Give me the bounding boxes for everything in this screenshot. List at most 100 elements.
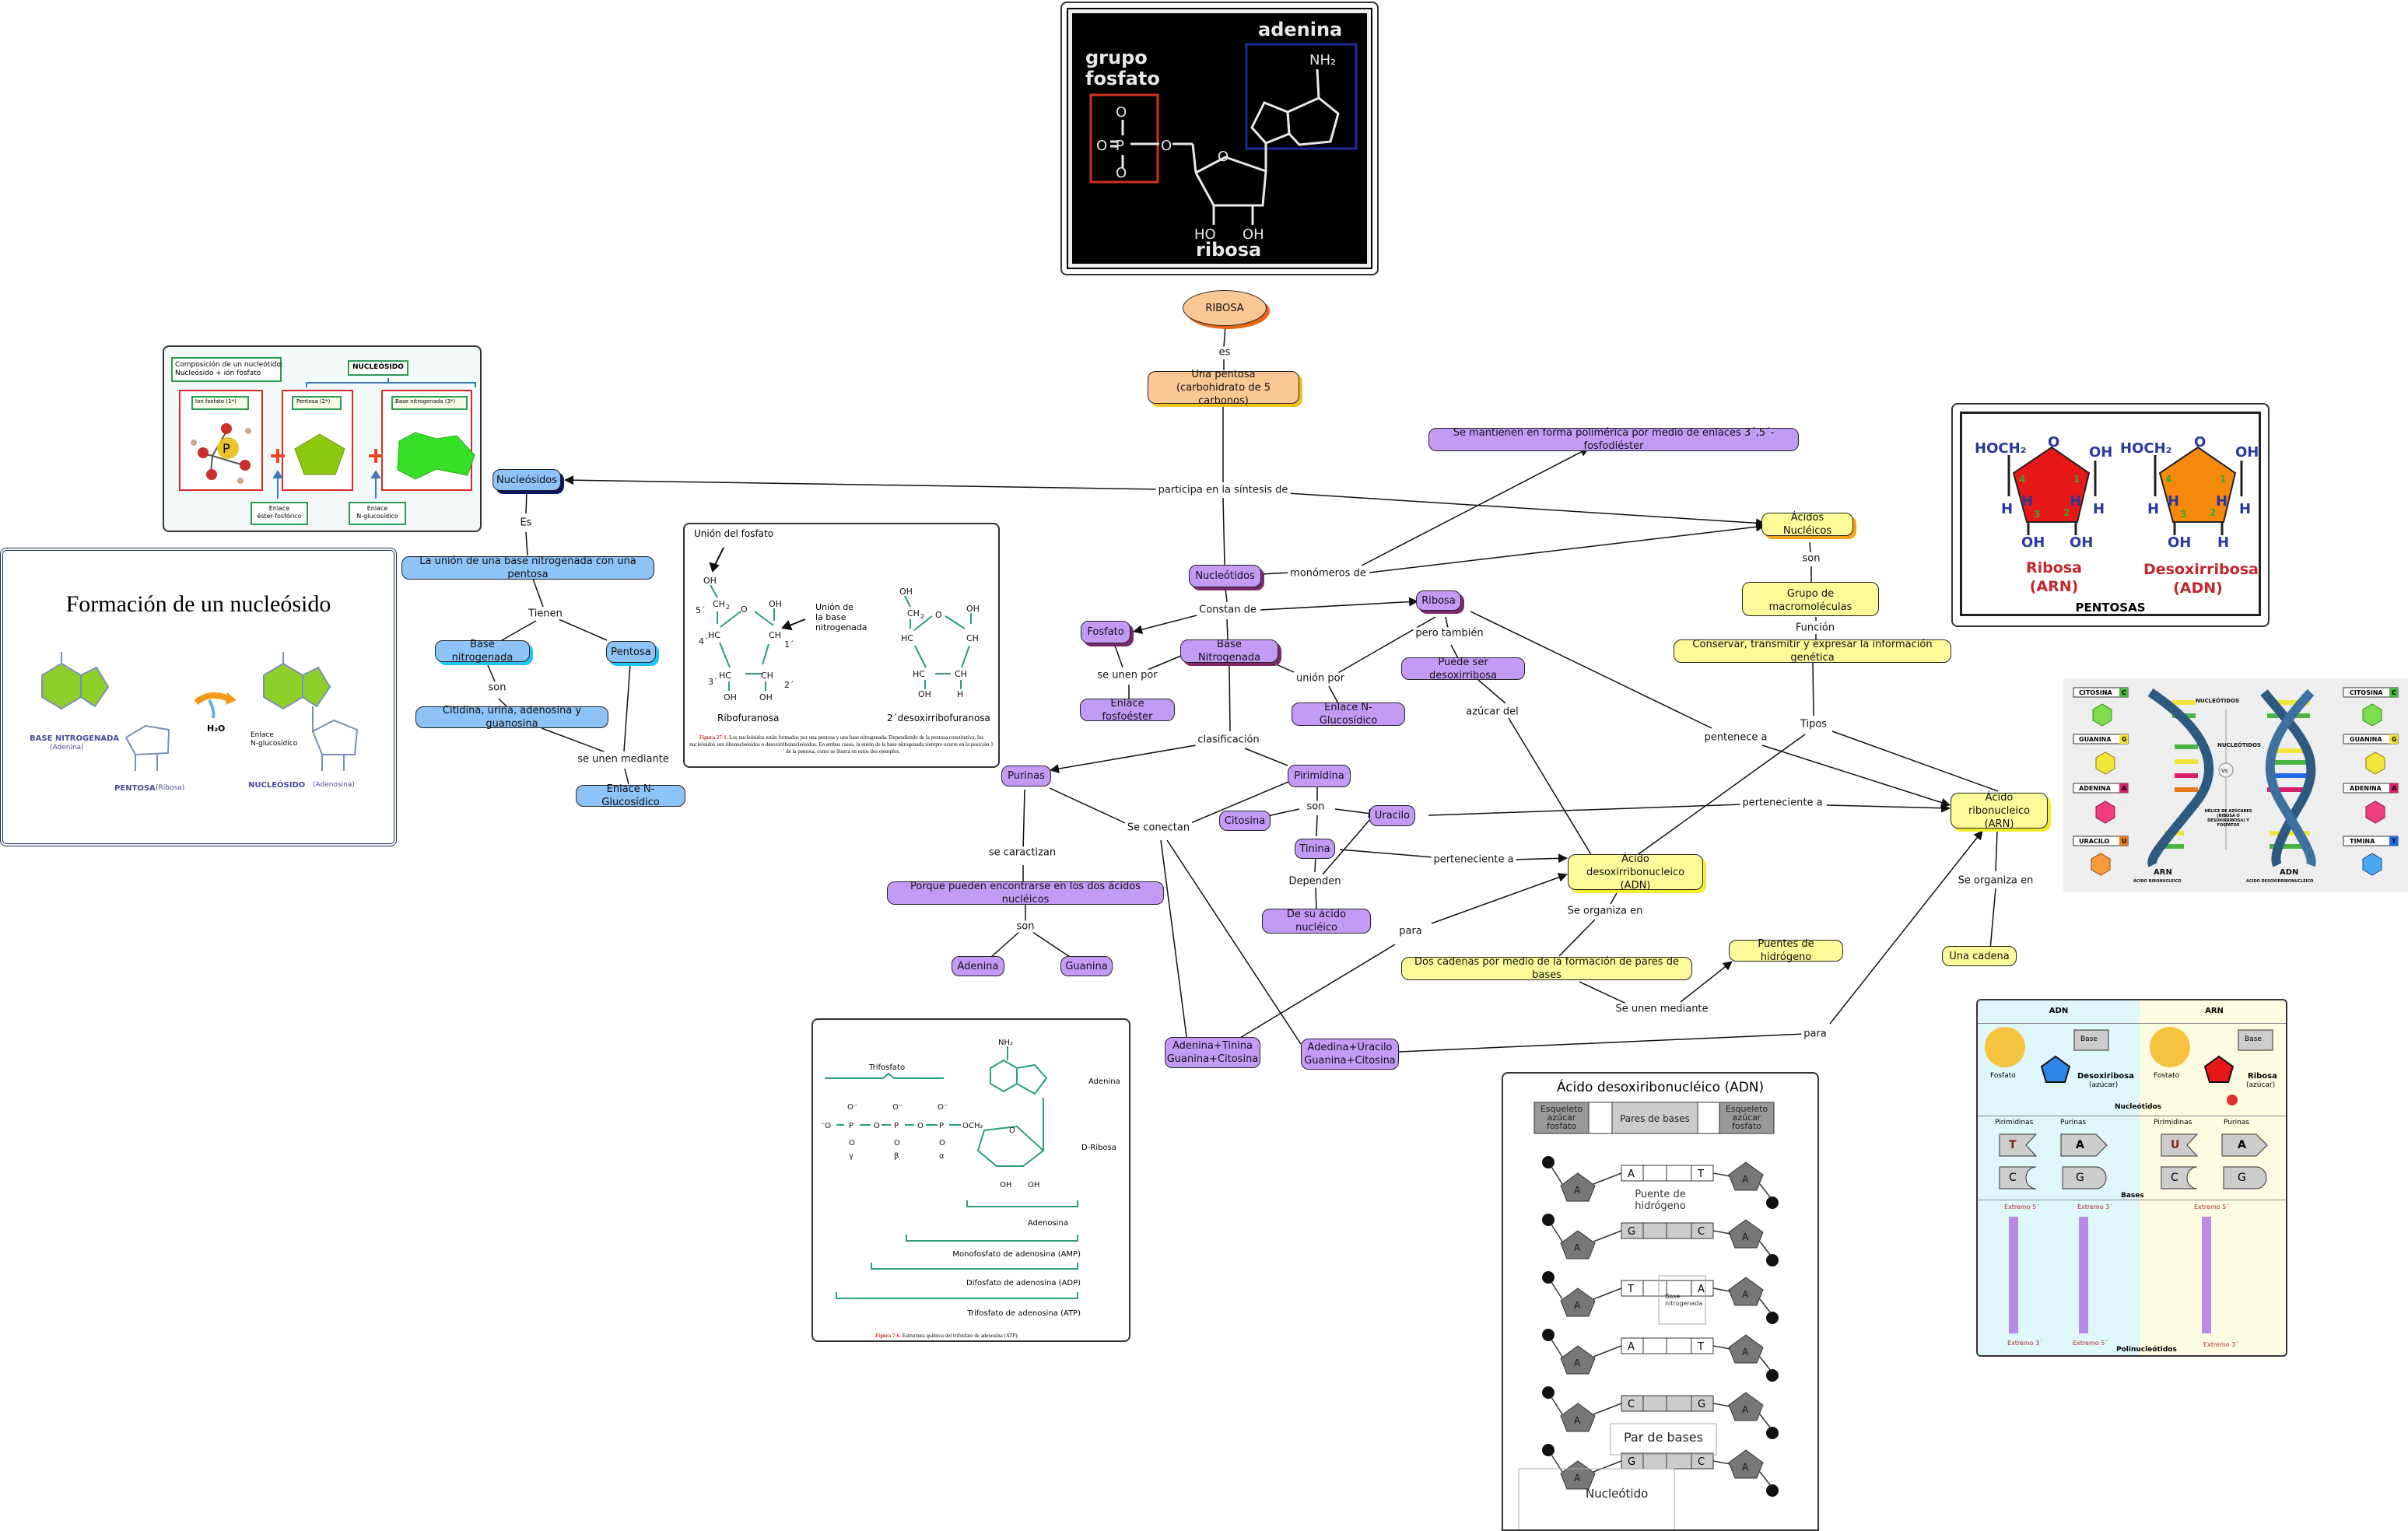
node-enlace-n-glucosidico-blue[interactable]: Enlace N-Glucosídico	[576, 783, 685, 808]
node-label: Adenina	[957, 960, 999, 972]
node-purinas[interactable]: Purinas	[1001, 766, 1051, 787]
phosphate-dot	[1766, 1484, 1779, 1497]
node-una-cadena[interactable]: Una cadena	[1942, 946, 2017, 966]
svg-text:CH: CH	[761, 671, 773, 681]
node-fosfato[interactable]: Fosfato	[1081, 621, 1130, 643]
node-label: La unión de una base nitrogenada con una…	[419, 555, 636, 580]
node-citosina[interactable]: Citosina	[1219, 811, 1271, 831]
node-tinina[interactable]: Tinina	[1295, 839, 1335, 859]
node-base-nitrogenada-nucleosido[interactable]: Base nitrogenada	[435, 639, 530, 664]
node-enlace-fosfoester[interactable]: Enlace fosfoéster	[1080, 698, 1175, 723]
node-guanina[interactable]: Guanina	[1060, 956, 1113, 976]
svg-text:CH: CH	[713, 599, 725, 609]
node-nucleosidos[interactable]: Nucleósidos	[492, 469, 561, 491]
svg-text:Vs: Vs	[2221, 768, 2228, 774]
backbone-link	[1712, 1345, 1731, 1350]
node-pentosa[interactable]: Pentosa	[606, 641, 656, 663]
node-acido-ribonucleico[interactable]: Ácido ribonucleico (ARN)	[1951, 792, 2048, 830]
node-dos-cadenas[interactable]: Dos cadenas por medio de la formación de…	[1401, 956, 1692, 981]
link-perteneciente-adn: perteneciente a	[1431, 853, 1516, 866]
esqueleto-right: Esqueleto azúcar fosfato	[1725, 1104, 1768, 1131]
ribosa-label: Ribosa	[2248, 1072, 2277, 1081]
node-ribosa-title[interactable]: RIBOSA	[1183, 290, 1267, 326]
nucleosido-label: NUCLEÓSIDO	[248, 781, 306, 790]
desoxirribofuranosa-label: 2´desoxirribofuranosa	[887, 713, 990, 723]
sugar-label: A	[1742, 1231, 1749, 1242]
node-enlace-n-glucosidico-purple[interactable]: Enlace N-Glucosídico	[1292, 702, 1405, 727]
node-se-mantienen[interactable]: Se mantienen en forma polimérica por med…	[1428, 427, 1799, 452]
node-puede-ser-desoxirribosa[interactable]: Puede ser desoxirribosa	[1401, 657, 1525, 681]
node-conservar[interactable]: Conservar, transmitir y expresar la info…	[1674, 639, 1951, 664]
node-adedina-uracilo[interactable]: Adedina+Uracilo Guanina+Citosina	[1301, 1039, 1399, 1070]
svg-text:HC: HC	[719, 671, 731, 681]
desoxyribofuranose-icon	[904, 595, 972, 689]
node-adenina[interactable]: Adenina	[952, 956, 1004, 976]
svg-text:T: T	[2392, 838, 2396, 845]
atp-label: Trifosfato de adenosina (ATP)	[967, 1309, 1081, 1318]
svg-text:O: O	[1116, 165, 1127, 181]
base-letter: T	[1697, 1341, 1704, 1353]
node-uracilo[interactable]: Uracilo	[1369, 805, 1415, 826]
link-se-unen-por: se unen por	[1095, 669, 1160, 681]
node-label: Enlace N-Glucosídico	[1319, 702, 1378, 727]
phosphate-ion-icon: P	[191, 423, 251, 484]
node-adenina-tinina[interactable]: Adenina+Tinina Guanina+Citosina	[1165, 1037, 1260, 1068]
backbone-link	[1759, 1356, 1772, 1372]
node-acido-desoxirribonucleico[interactable]: Ácido desoxirribonucleico (ADN)	[1568, 853, 1703, 892]
node-base-nitrogenada[interactable]: Base Nitrogenada	[1180, 639, 1278, 664]
sugar-label: A	[1574, 1185, 1581, 1196]
node-label: Enlace N-Glucosídico	[601, 783, 660, 808]
base-letter: U	[2171, 1139, 2180, 1151]
node-la-union[interactable]: La unión de una base nitrogenada con una…	[401, 555, 654, 580]
backbone-link	[1551, 1454, 1563, 1473]
node-de-su-acido-nucleico[interactable]: De su ácido nucléico	[1262, 909, 1371, 934]
base-highlight-box	[1658, 1275, 1706, 1325]
node-ribosa[interactable]: Ribosa	[1416, 590, 1461, 611]
panel-composicion-nucleotido: P Composición de un nucleótido:Nucleósid…	[163, 345, 482, 532]
base-letter: A	[2076, 1139, 2084, 1151]
base-letter: G	[2076, 1172, 2084, 1184]
atp-caption: Figura 7-6. Estructura química del trifo…	[875, 1333, 1018, 1339]
node-acidos-nucleicos[interactable]: Ácidos Nucléicos	[1761, 512, 1853, 537]
svg-text:O⁻: O⁻	[892, 1103, 903, 1112]
link-son-base: son	[485, 681, 509, 694]
azucar-arn: (azúcar)	[2246, 1081, 2276, 1089]
svg-text:ARN: ARN	[2154, 868, 2172, 877]
node-grupo-macromoleculas[interactable]: Grupo de macromoléculas	[1742, 582, 1879, 616]
sugar-pentagon	[1560, 1403, 1596, 1432]
sugar-label: A	[1742, 1462, 1749, 1473]
node-pirimidina[interactable]: Pirimidina	[1288, 765, 1351, 787]
azucar-adn: (azúcar)	[2089, 1081, 2119, 1089]
pentosas-title: PENTOSAS	[2075, 601, 2146, 615]
svg-text:URACILO: URACILO	[2079, 838, 2110, 845]
adn-header: ADN	[2049, 1007, 2069, 1015]
base-letter: T	[1697, 1168, 1704, 1180]
node-una-pentosa[interactable]: Una pentosa (carbohidrato de 5 carbonos)	[1148, 369, 1299, 407]
link-se-organiza-arn: Se organiza en	[1955, 874, 2036, 887]
extremo-label: Extremo 3´	[2077, 1203, 2113, 1210]
svg-text:P: P	[939, 1122, 944, 1130]
link-azucar-del: azúcar del	[1463, 706, 1521, 718]
base-connector	[1642, 1452, 1667, 1470]
node-puentes-hidrogeno[interactable]: Puentes de hidrógeno	[1729, 938, 1843, 963]
ribosa-sub: (Ribosa)	[156, 784, 185, 792]
base-letter: G	[1628, 1226, 1635, 1238]
node-nucleotidos[interactable]: Nucleótidos	[1189, 565, 1261, 587]
link-monomeros: monómeros de	[1288, 567, 1369, 580]
base-connector	[1642, 1165, 1667, 1182]
node-label: Se mantienen en forma polimérica por med…	[1453, 427, 1775, 452]
node-porque-pueden[interactable]: Porque pueden encontrarse en los dos áci…	[887, 881, 1164, 906]
purinas-arn: Purinas	[2224, 1119, 2250, 1126]
svg-text:O: O	[894, 1139, 900, 1147]
adenosina-label: Adenosina	[1027, 1219, 1068, 1228]
svg-text:O: O	[849, 1139, 855, 1147]
pares-bases-label: Pares de bases	[1620, 1113, 1690, 1124]
polinucleotidos-label: Polinucleótidos	[2116, 1346, 2177, 1354]
node-citidina-urina[interactable]: Citidina, urina, adenosina y guanosina	[415, 705, 608, 730]
svg-text:ADENINA: ADENINA	[2079, 785, 2112, 792]
svg-text:ÁCIDO RIBONUCLEICO: ÁCIDO RIBONUCLEICO	[2133, 878, 2182, 884]
